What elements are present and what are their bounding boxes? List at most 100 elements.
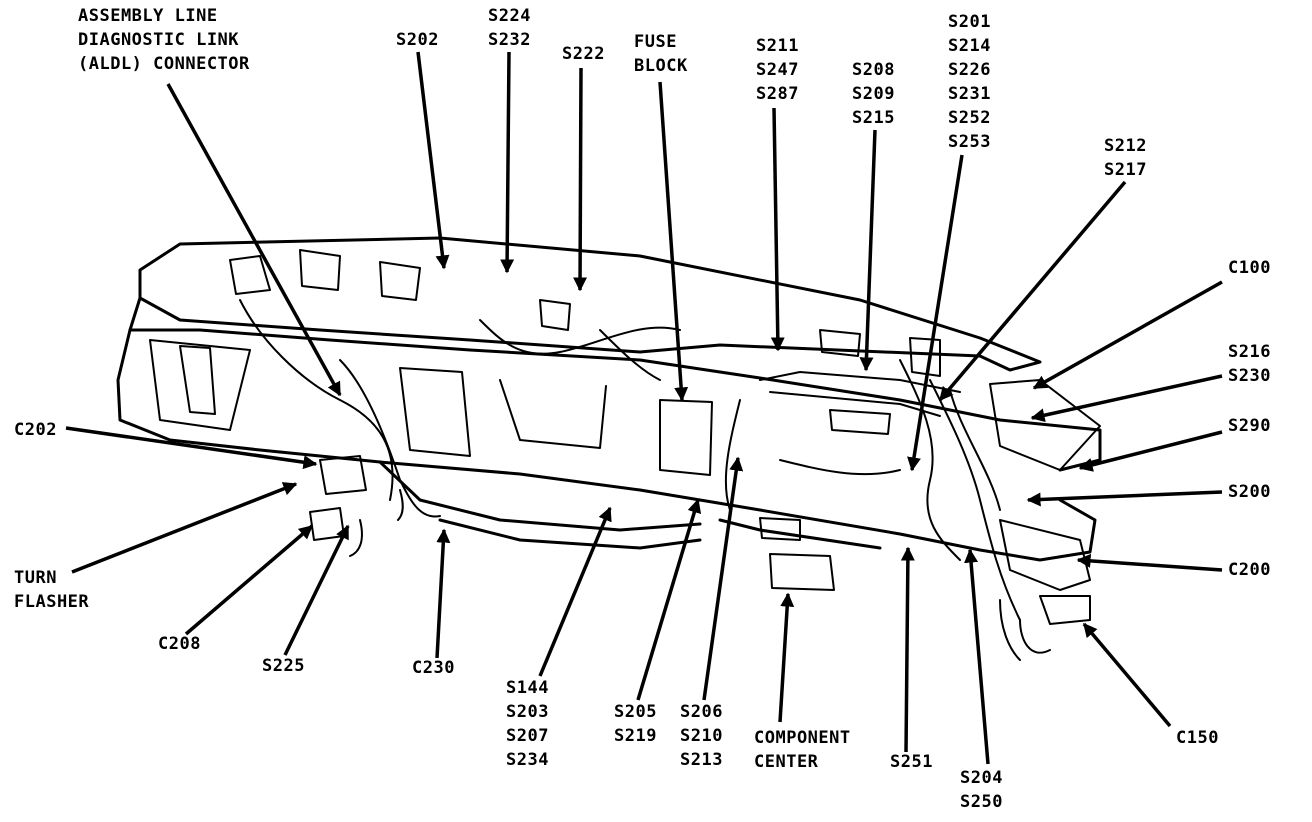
- s144-leader: [538, 506, 612, 677]
- label-s222: S222: [562, 42, 605, 66]
- s205-leader: [636, 498, 702, 701]
- s201-line-6: S253: [948, 132, 991, 152]
- s224-leader: [500, 51, 515, 274]
- label-s144: S144 S203 S207 S234: [506, 676, 549, 772]
- dash-outline: [116, 236, 1102, 625]
- s208-leader: [859, 129, 877, 372]
- s216-leader: [1030, 374, 1223, 423]
- label-fuse-block: FUSE BLOCK: [634, 30, 688, 78]
- c200-leader: [1076, 553, 1223, 572]
- label-s225: S225: [262, 654, 305, 678]
- fuse-leader: [658, 81, 689, 402]
- c100-line-1: C100: [1228, 258, 1271, 278]
- label-s216: S216 S230: [1228, 340, 1271, 388]
- s208-line-2: S209: [852, 84, 895, 104]
- s201-line-3: S226: [948, 60, 991, 80]
- s202-line-1: S202: [396, 30, 439, 50]
- c100-leader: [1032, 280, 1223, 390]
- s225-line-1: S225: [262, 656, 305, 676]
- s205-line-1: S205: [614, 702, 657, 722]
- c150-leader: [1082, 622, 1172, 728]
- s144-line-3: S207: [506, 726, 549, 746]
- comp-line-2: CENTER: [754, 752, 819, 772]
- s251-leader: [900, 546, 915, 753]
- aldl-line-3: (ALDL) CONNECTOR: [78, 54, 250, 74]
- s211-line-1: S211: [756, 36, 799, 56]
- label-s290: S290: [1228, 414, 1271, 438]
- c150-line-1: C150: [1176, 728, 1219, 748]
- s212-line-1: S212: [1104, 136, 1147, 156]
- s211-line-2: S247: [756, 60, 799, 80]
- aldl-line-1: ASSEMBLY LINE: [78, 6, 218, 26]
- c208-leader: [184, 524, 314, 636]
- turn-leader: [71, 482, 298, 574]
- label-s206: S206 S210 S213: [680, 700, 723, 772]
- s222-leader: [573, 67, 588, 292]
- label-c208: C208: [158, 632, 201, 656]
- label-c200: C200: [1228, 558, 1271, 582]
- label-c202: C202: [14, 418, 57, 442]
- label-s205: S205 S219: [614, 700, 657, 748]
- s202-leader: [416, 51, 450, 270]
- s208-line-1: S208: [852, 60, 895, 80]
- s225-leader: [283, 524, 350, 656]
- comp-leader: [778, 592, 795, 723]
- s251-line-1: S251: [890, 752, 933, 772]
- s144-line-2: S203: [506, 702, 549, 722]
- label-s212: S212 S217: [1104, 134, 1147, 182]
- c230-line-1: C230: [412, 658, 455, 678]
- s204-line-2: S250: [960, 792, 1003, 812]
- turn-line-2: FLASHER: [14, 592, 90, 612]
- label-turn-flasher: TURN FLASHER: [14, 566, 89, 614]
- c208-line-1: C208: [158, 634, 201, 654]
- s211-line-3: S287: [756, 84, 799, 104]
- s222-line-1: S222: [562, 44, 605, 64]
- s224-line-2: S232: [488, 30, 531, 50]
- fuse-line-1: FUSE: [634, 32, 677, 52]
- label-s204: S204 S250: [960, 766, 1003, 814]
- c230-leader: [435, 528, 451, 659]
- label-s200: S200: [1228, 480, 1271, 504]
- s211-leader: [770, 107, 785, 352]
- label-c100: C100: [1228, 256, 1271, 280]
- c202-line-1: C202: [14, 420, 57, 440]
- c202-leader: [65, 426, 318, 470]
- s206-line-1: S206: [680, 702, 723, 722]
- s205-line-2: S219: [614, 726, 657, 746]
- s201-line-2: S214: [948, 36, 991, 56]
- s212-leader: [938, 180, 1127, 402]
- s144-line-1: S144: [506, 678, 549, 698]
- s208-line-3: S215: [852, 108, 895, 128]
- label-component-center: COMPONENT CENTER: [754, 726, 851, 774]
- s216-line-1: S216: [1228, 342, 1271, 362]
- s212-line-2: S217: [1104, 160, 1147, 180]
- s216-line-2: S230: [1228, 366, 1271, 386]
- label-c230: C230: [412, 656, 455, 680]
- s200-line-1: S200: [1228, 482, 1271, 502]
- s206-line-3: S213: [680, 750, 723, 770]
- leader-lines: [65, 51, 1223, 765]
- label-s208: S208 S209 S215: [852, 58, 895, 130]
- s290-line-1: S290: [1228, 416, 1271, 436]
- turn-line-1: TURN: [14, 568, 57, 588]
- s204-line-1: S204: [960, 768, 1003, 788]
- s144-line-4: S234: [506, 750, 549, 770]
- fuse-line-2: BLOCK: [634, 56, 688, 76]
- label-aldl-connector: ASSEMBLY LINE DIAGNOSTIC LINK (ALDL) CON…: [78, 4, 250, 76]
- label-s211: S211 S247 S287: [756, 34, 799, 106]
- label-s224: S224 S232: [488, 4, 531, 52]
- label-s202: S202: [396, 28, 439, 52]
- s201-leader: [907, 154, 964, 472]
- s206-leader: [702, 456, 744, 701]
- s206-line-2: S210: [680, 726, 723, 746]
- aldl-line-2: DIAGNOSTIC LINK: [78, 30, 240, 50]
- s201-line-4: S231: [948, 84, 991, 104]
- c200-line-1: C200: [1228, 560, 1271, 580]
- s201-line-1: S201: [948, 12, 991, 32]
- s200-leader: [1026, 490, 1223, 507]
- aldl-leader: [166, 83, 342, 397]
- label-s201: S201 S214 S226 S231 S252 S253: [948, 10, 991, 154]
- s290-leader: [1078, 430, 1223, 472]
